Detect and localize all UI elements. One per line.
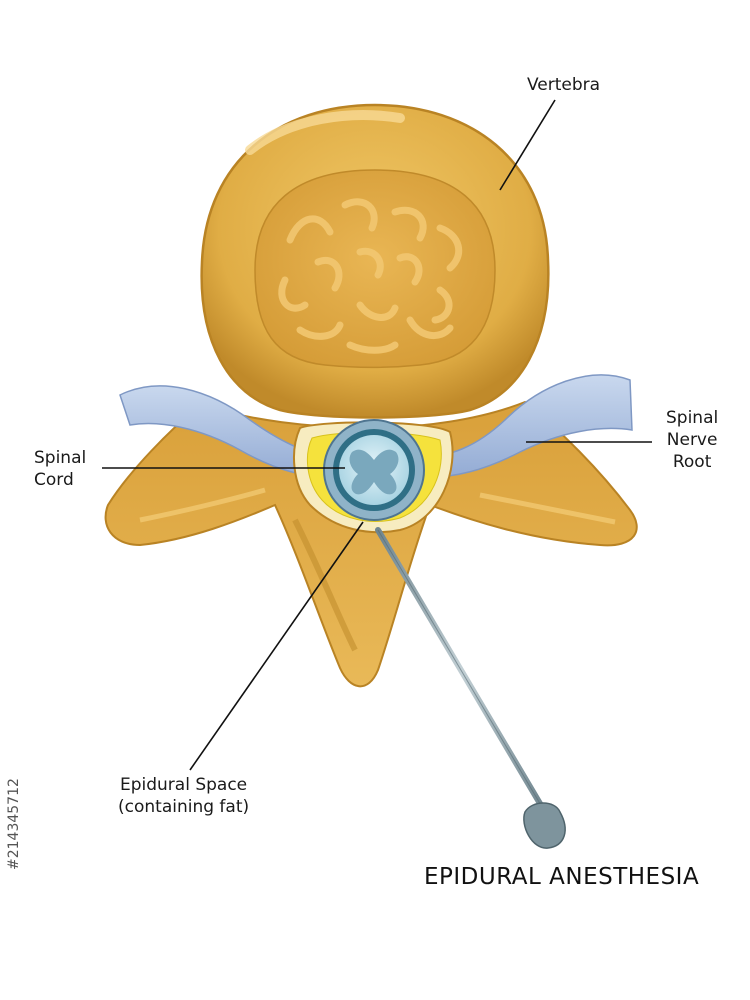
nerve-root-label-line1: Spinal [666, 408, 719, 428]
leader-lines [102, 99, 652, 771]
vertebra-leader-line [499, 99, 556, 191]
epidural-space-label: Epidural Space (containing fat) [118, 774, 249, 818]
nerve-root-label-line2: Nerve [666, 430, 718, 450]
grey-matter [349, 449, 399, 495]
vertebra-label: Vertebra [527, 74, 600, 96]
diagram-title: EPIDURAL ANESTHESIA [424, 864, 700, 890]
vertebral-arch [104, 400, 638, 688]
epidural-label-line1: Epidural Space [119, 775, 248, 795]
epidural-label-line2: (containing fat) [118, 797, 250, 817]
stock-image-id: #214345712 [6, 778, 22, 870]
spinal-cord-label-line1: Spinal [34, 448, 87, 468]
spinal-cord-label-line2: Cord [34, 470, 74, 490]
vertebral-canal [293, 419, 454, 534]
spinal-cord-label: Spinal Cord [34, 447, 86, 491]
vertebra-label-text: Vertebra [527, 75, 601, 95]
epidural-leader-line [189, 521, 364, 771]
trabecular-bone-pattern [278, 198, 463, 354]
epidural-needle [375, 527, 566, 849]
vertebral-body [200, 103, 550, 419]
spinal-nerve-root-label: Spinal Nerve Root [666, 407, 718, 473]
nerve-root-label-line3: Root [672, 452, 712, 472]
